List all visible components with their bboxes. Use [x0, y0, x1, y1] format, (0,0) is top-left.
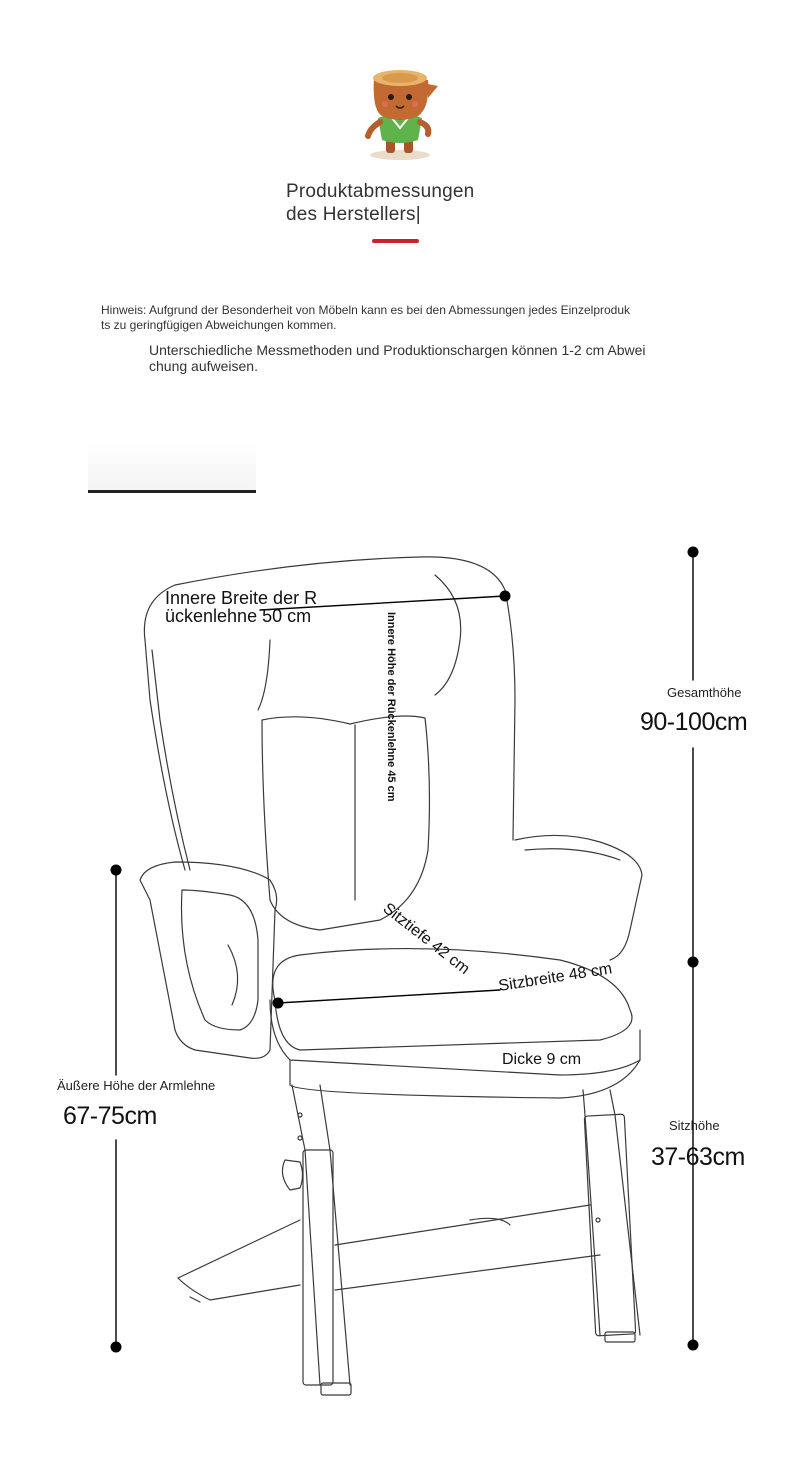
backrest-width-line-2: ückenlehne 50 cm [165, 606, 312, 626]
method-note: Unterschiedliche Messmethoden und Produk… [149, 342, 709, 374]
hint-line-2: ts zu geringfügigen Abweichungen kommen. [101, 318, 337, 332]
title-accent-bar [372, 239, 419, 243]
seat-height-value: 37-63cm [651, 1143, 745, 1171]
page-title: Produktabmessungen des Herstellers| [286, 180, 474, 226]
method-line-1: Unterschiedliche Messmethoden und Produk… [149, 342, 646, 358]
hint-line-1: Hinweis: Aufgrund der Besonderheit von M… [101, 303, 631, 317]
backrest-height-label: Innere Höhe der Rückenlehne 45 cm [385, 612, 397, 802]
seat-height-label: Sitzhöhe [669, 1118, 720, 1133]
backrest-height-label-box: Innere Höhe der Rückenlehne 45 cm [385, 612, 399, 832]
total-height-label: Gesamthöhe [667, 685, 742, 700]
thickness-label: Dicke 9 cm [502, 1051, 582, 1068]
hint-note: Hinweis: Aufgrund der Besonderheit von M… [101, 303, 701, 333]
armrest-height-value: 67-75cm [63, 1102, 157, 1130]
total-height-value: 90-100cm [640, 708, 748, 736]
method-line-2: chung aufweisen. [149, 358, 258, 374]
title-line-2: des Herstellers| [286, 204, 421, 225]
faded-banner [88, 440, 256, 493]
armrest-height-label: Äußere Höhe der Armlehne [57, 1078, 216, 1093]
title-line-1: Produktabmessungen [286, 181, 475, 202]
backrest-width-line-1: Innere Breite der R [165, 588, 318, 608]
backrest-width-label: Innere Breite der R ückenlehne 50 cm [165, 589, 317, 625]
